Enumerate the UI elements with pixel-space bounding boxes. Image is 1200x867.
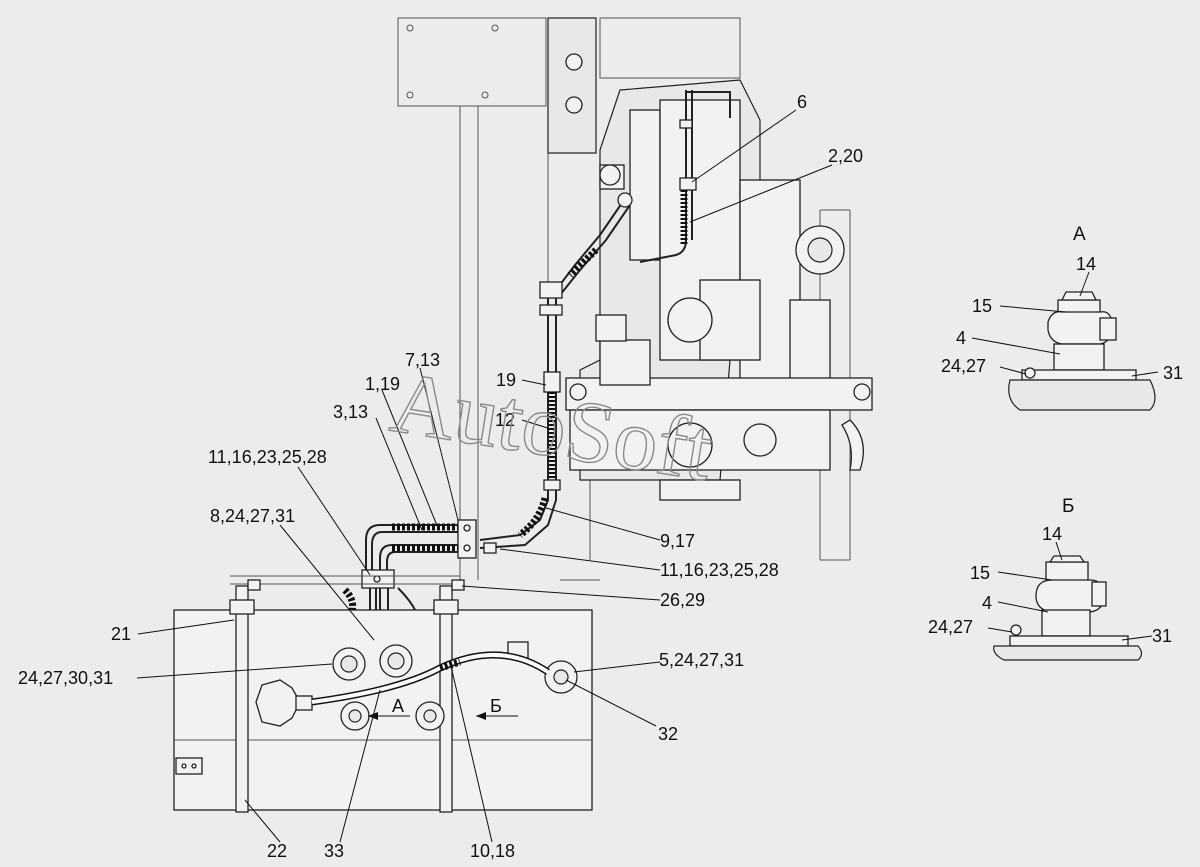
view-arrow-b-label: Б (490, 696, 502, 716)
detail-view-b: Б 14 15 4 24,27 31 (928, 496, 1172, 661)
view-a-callout-31: 31 (1163, 363, 1183, 383)
callout-22: 22 (267, 841, 287, 861)
view-arrows: А Б (368, 696, 518, 720)
view-a-callout-15: 15 (972, 296, 992, 316)
callout-32: 32 (658, 724, 678, 744)
leader-lines (136, 109, 833, 843)
callout-10-18: 10,18 (470, 841, 515, 861)
callout-24-27-30-31: 24,27,30,31 (18, 668, 113, 688)
callout-12: 12 (495, 410, 515, 430)
callout-1-19: 1,19 (365, 374, 400, 394)
view-arrow-a-label: А (392, 696, 404, 716)
engine-block (565, 79, 873, 501)
callout-11-16-23-25-28-top: 11,16,23,25,28 (208, 447, 327, 467)
callout-2-20: 2,20 (828, 146, 863, 166)
view-a-callout-14: 14 (1076, 254, 1096, 274)
view-b-callout-15: 15 (970, 563, 990, 583)
engine-pipes (342, 90, 731, 710)
callout-3-13: 3,13 (333, 402, 368, 422)
callout-21: 21 (111, 624, 131, 644)
fuel-tank (173, 575, 593, 813)
view-a-callout-24-27: 24,27 (941, 356, 986, 376)
callout-11-16-23-25-28-right: 11,16,23,25,28 (660, 560, 779, 580)
callout-5-24-27-31: 5,24,27,31 (659, 650, 744, 670)
callout-33: 33 (324, 841, 344, 861)
view-b-callout-31: 31 (1152, 626, 1172, 646)
view-b-callout-14: 14 (1042, 524, 1062, 544)
view-b-callout-24-27: 24,27 (928, 617, 973, 637)
view-a-title: А (1073, 224, 1086, 245)
callout-8-24-27-31: 8,24,27,31 (210, 506, 295, 526)
callout-6: 6 (797, 92, 807, 112)
callout-26-29: 26,29 (660, 590, 705, 610)
view-b-title: Б (1062, 496, 1074, 517)
detail-view-a: А 14 15 4 24,27 31 (941, 224, 1183, 411)
callout-7-13: 7,13 (405, 350, 440, 370)
callout-9-17: 9,17 (660, 531, 695, 551)
view-a-callout-4: 4 (956, 328, 966, 348)
callout-labels: 6 2,20 7,13 1,19 3,13 19 12 11,16,23,25,… (18, 92, 863, 861)
view-b-callout-4: 4 (982, 593, 992, 613)
callout-19: 19 (496, 370, 516, 390)
